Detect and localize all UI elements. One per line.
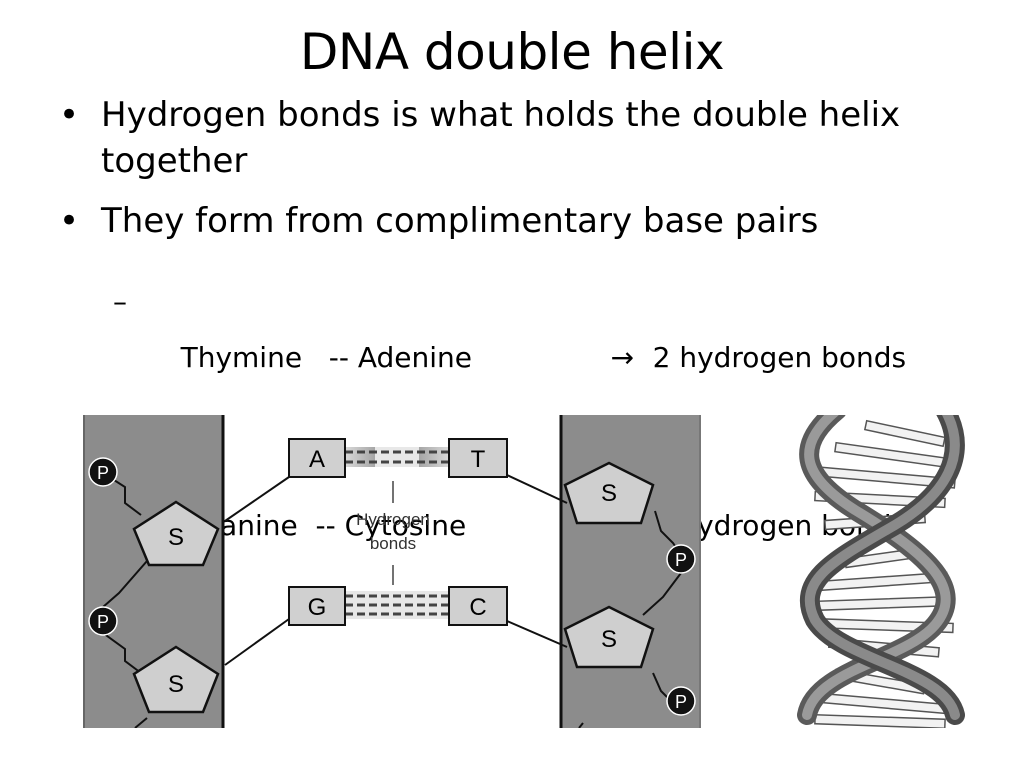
sub-item-thymine-adenine: – Thymine -- Adenine → 2 hydrogen bonds <box>55 274 955 442</box>
hydrogen-bonds-label: Hydrogen bonds <box>356 481 430 585</box>
phosphate-left-top: P <box>88 457 118 487</box>
sub-bullet-list: –Thymine -- Adenine→2 hydrogen bonds –Gu… <box>55 274 955 610</box>
hydrogen-label-line1: Hydrogen <box>356 510 430 529</box>
base-c: C <box>448 586 508 626</box>
bullet-list: • Hydrogen bonds is what holds the doubl… <box>55 92 955 244</box>
arrow-right-icon: → <box>610 341 635 374</box>
slide-title: DNA double helix <box>299 23 725 81</box>
bullet-item-base-pairs: • They form from complimentary base pair… <box>55 198 955 244</box>
hydrogen-label-line2: bonds <box>370 534 416 553</box>
bullet-marker: • <box>59 201 80 241</box>
hydrogen-bonds-gc <box>345 591 449 619</box>
sugar-label: S <box>168 671 184 698</box>
base-a: A <box>288 438 346 478</box>
sugar-left-top: S <box>132 500 220 567</box>
sugar-right-top: S <box>563 461 655 525</box>
sugar-base-links <box>224 474 568 666</box>
base-g: G <box>288 586 346 626</box>
sugar-right-bottom: S <box>563 605 655 669</box>
base-label: A <box>309 446 325 473</box>
phosphate-label: P <box>97 463 109 483</box>
phosphate-label: P <box>675 550 687 570</box>
bullet-item-hydrogen-bonds: • Hydrogen bonds is what holds the doubl… <box>55 92 931 184</box>
phosphate-right-top: P <box>666 544 696 574</box>
base-pair-diagram: S S S S P P P P <box>83 415 701 728</box>
bullet-marker: • <box>59 95 80 135</box>
phosphate-right-bottom: P <box>666 686 696 716</box>
sugar-label: S <box>601 626 617 653</box>
base-label: G <box>308 594 327 621</box>
sugar-label: S <box>168 524 184 551</box>
sugar-left-bottom: S <box>132 645 220 714</box>
hydrogen-bonds-at <box>345 447 449 467</box>
phosphate-label: P <box>97 612 109 632</box>
base-t: T <box>448 438 508 478</box>
base-label: T <box>471 446 486 473</box>
pair-text: Thymine -- Adenine <box>180 341 473 374</box>
sugar-label: S <box>601 480 617 507</box>
base-label: C <box>469 594 486 621</box>
bullet-text: They form from complimentary base pairs <box>101 201 819 241</box>
bond-count-text: 2 hydrogen bonds <box>652 341 907 374</box>
dash-marker: – <box>113 285 127 318</box>
phosphate-left-bottom: P <box>88 606 118 636</box>
bullet-text: Hydrogen bonds is what holds the double … <box>101 95 901 181</box>
double-helix-illustration <box>797 415 965 728</box>
phosphate-label: P <box>675 692 687 712</box>
